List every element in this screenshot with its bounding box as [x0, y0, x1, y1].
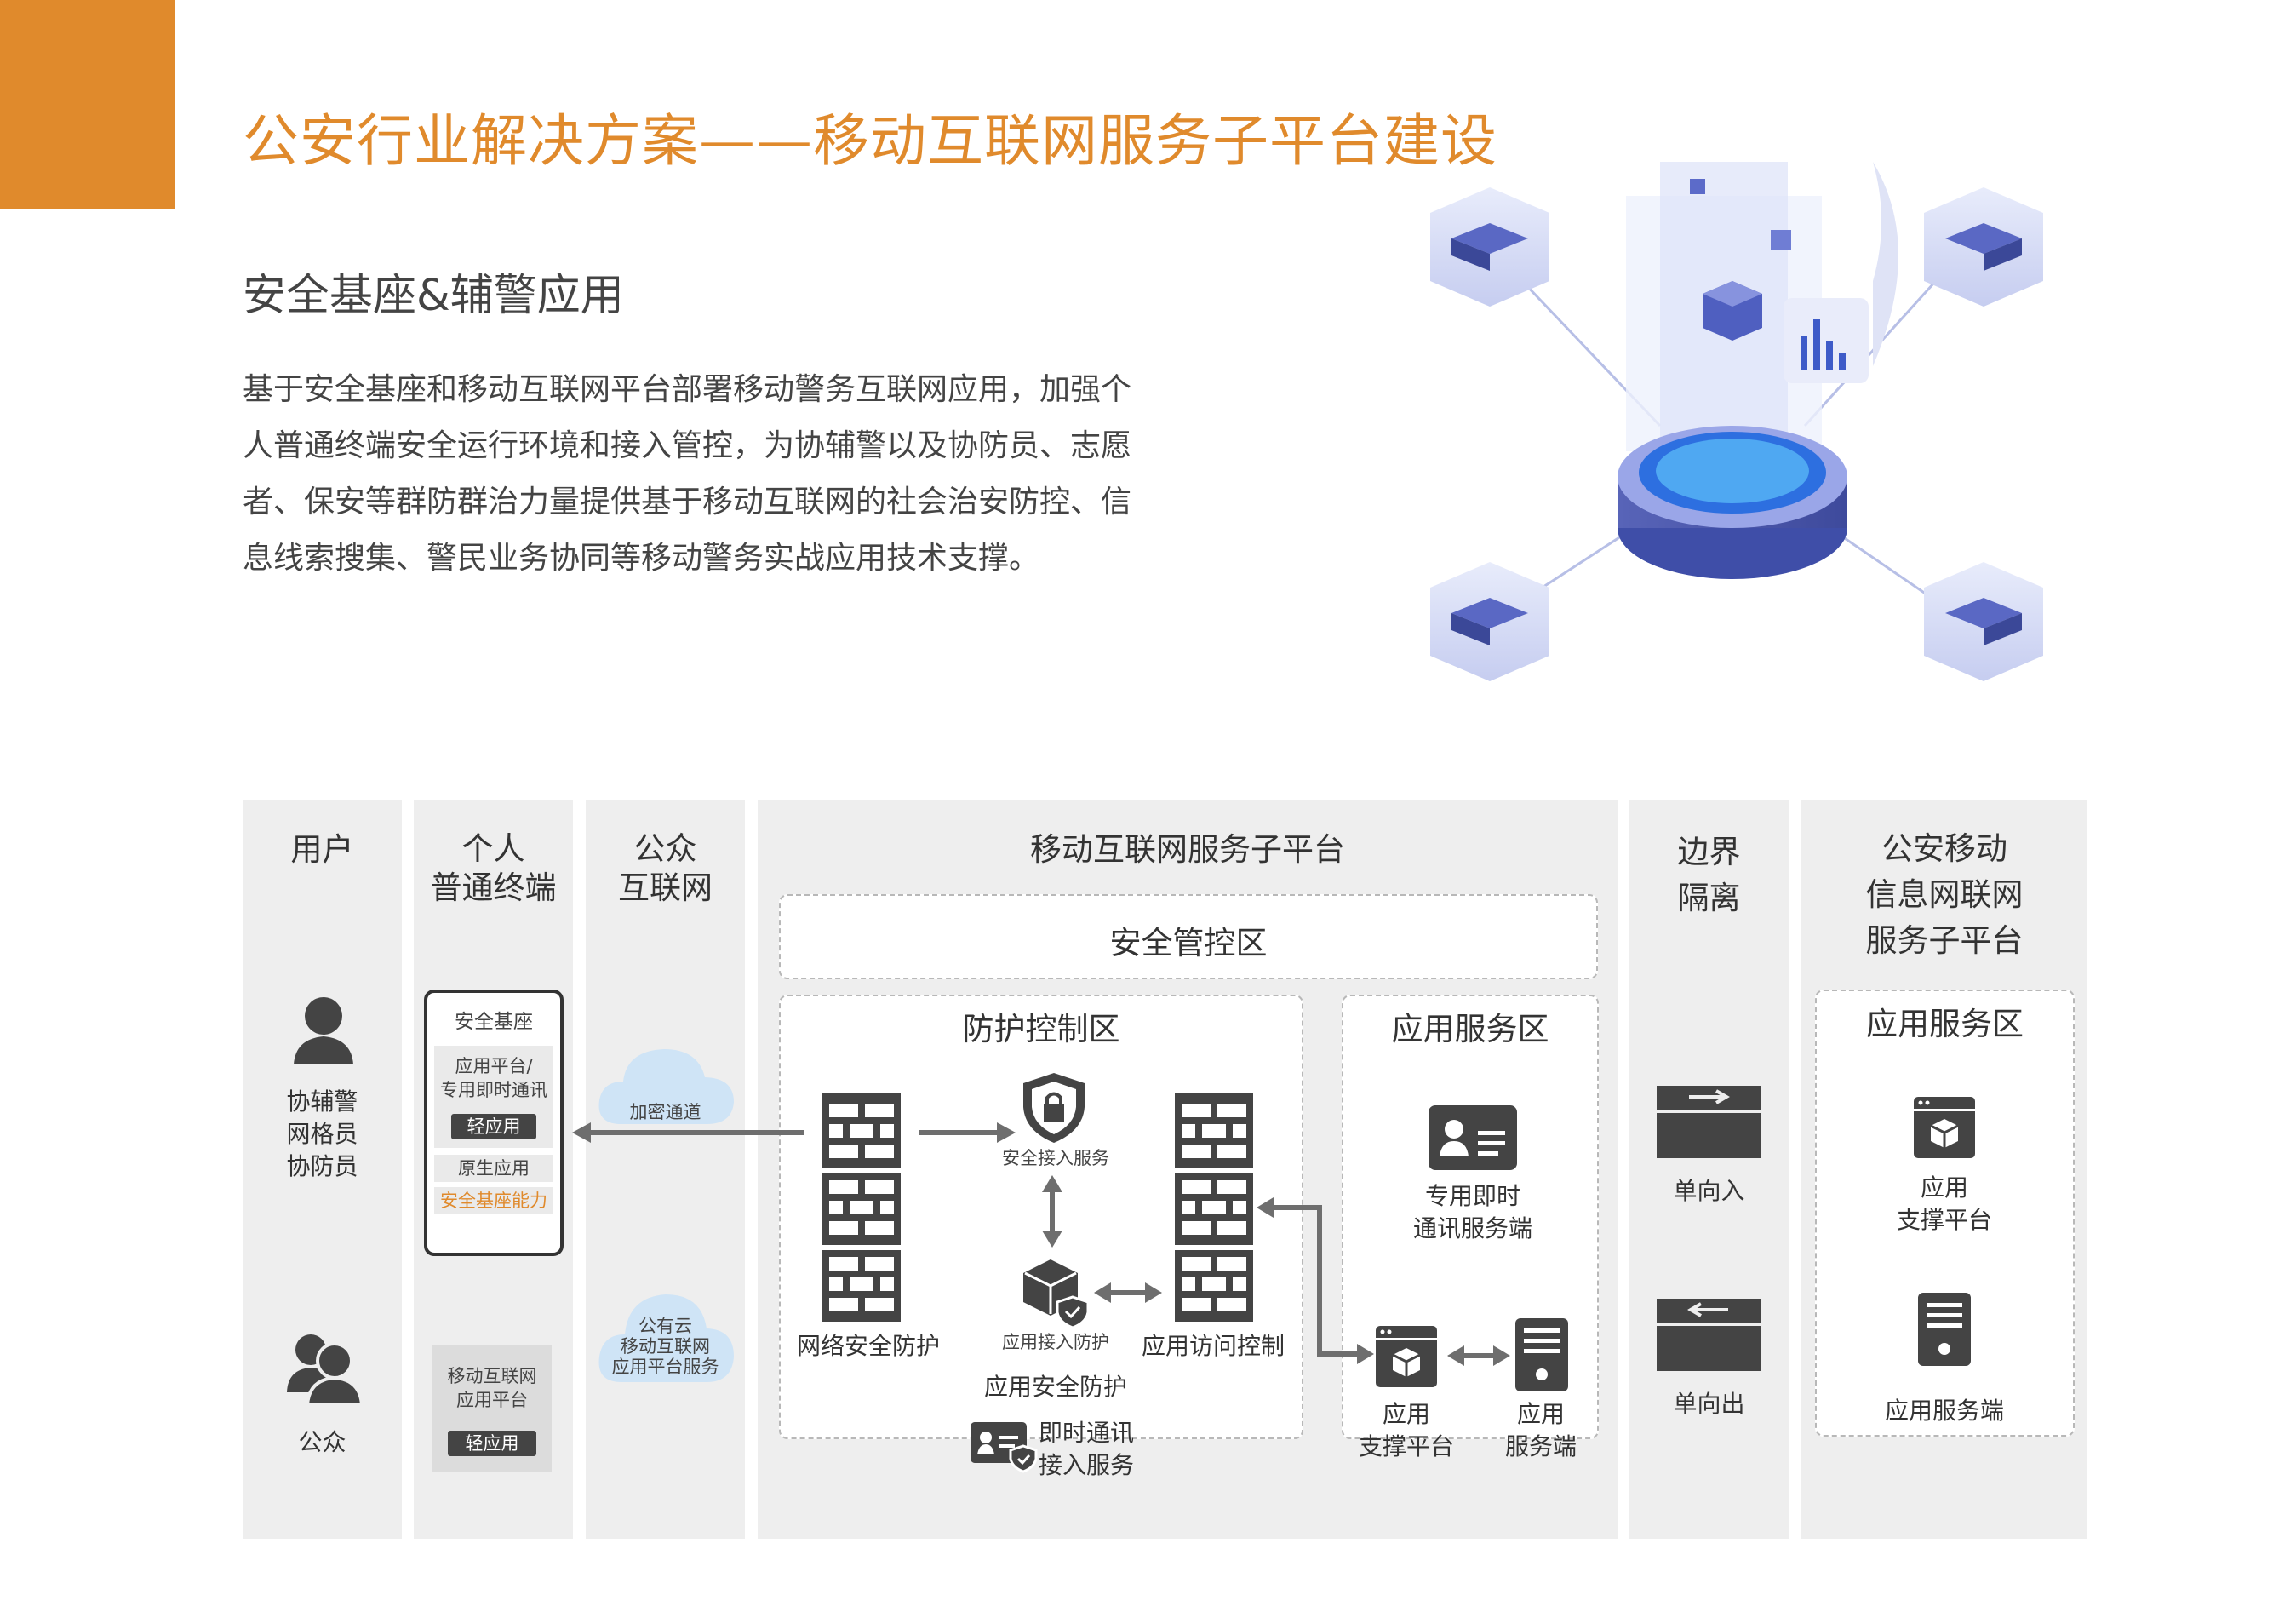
phone-frame: 安全基座 应用平台/ 专用即时通讯 轻应用 原生应用 安全基座能力 — [424, 990, 564, 1256]
auxiliary-police-label: 协辅警 网格员 协防员 — [286, 1087, 358, 1180]
light-app-tag: 轻应用 — [451, 1114, 536, 1139]
police-app-server-label: 应用服务端 — [1884, 1397, 2004, 1425]
security-base-label: 安全基座 — [455, 1011, 533, 1033]
terminal-column: 个人 普通终端 安全基座 应用平台/ 专用即时通讯 轻应用 原生应用 安全基座能… — [414, 800, 573, 1539]
protection-zone-title: 防护控制区 — [962, 1011, 1120, 1047]
public-label: 公众 — [298, 1428, 346, 1456]
light-app-tag-2: 轻应用 — [448, 1431, 536, 1456]
accent-block — [0, 0, 175, 209]
app-platform-box: 应用平台/ 专用即时通讯 轻应用 — [434, 1046, 553, 1148]
native-app-box: 原生应用 — [434, 1155, 553, 1182]
shield-lock-icon — [1023, 1073, 1085, 1143]
secure-access-label: 安全接入服务 — [1002, 1148, 1109, 1168]
police-header: 公安移动 信息网联网 服务子平台 — [1865, 830, 2024, 959]
outbound-label: 单向出 — [1673, 1390, 1745, 1418]
corner-cube-br — [1924, 562, 2043, 681]
app-platform-label: 应用平台/ 专用即时通讯 — [440, 1056, 547, 1100]
server-hub-illustration — [1430, 162, 2043, 681]
app-access-protection-label: 应用接入防护 — [1002, 1332, 1109, 1352]
inbound-gateway-icon — [1657, 1086, 1761, 1158]
internet-column: 公众 互联网 加密通道 公有云 移动互联网 应用平台服务 — [586, 800, 745, 1539]
public-cloud-icon — [598, 1294, 734, 1382]
native-app-label: 原生应用 — [458, 1158, 530, 1179]
corner-cube-tl — [1430, 187, 1549, 307]
cloud-icon — [598, 1049, 734, 1124]
server-icon — [1515, 1318, 1568, 1391]
internet-header: 公众 互联网 — [618, 830, 713, 906]
users-icon — [287, 1334, 364, 1407]
border-header: 边界 隔离 — [1677, 834, 1741, 916]
user-icon — [294, 997, 353, 1064]
outbound-gateway-icon — [1657, 1299, 1761, 1371]
police-server-icon — [1918, 1293, 1971, 1366]
police-app-support-label: 应用 支撑平台 — [1896, 1173, 1992, 1234]
app-window-cube-icon — [1376, 1326, 1437, 1387]
id-card-shield-icon — [971, 1422, 1038, 1473]
users-column: 用户 协辅警 网格员 协防员 公众 — [243, 800, 402, 1539]
security-control-zone: 安全管控区 — [779, 894, 1598, 979]
app-support-label: 应用 支撑平台 — [1358, 1400, 1454, 1460]
corner-cube-bl — [1430, 562, 1549, 681]
arrow-elbow — [1268, 1205, 1366, 1357]
security-zone-title: 安全管控区 — [1109, 925, 1268, 961]
security-capability-box: 安全基座能力 — [434, 1187, 553, 1214]
encrypted-channel-label: 加密通道 — [629, 1102, 701, 1122]
platform-header: 移动互联网服务子平台 — [1030, 831, 1345, 868]
app-security-label: 应用安全防护 — [983, 1373, 1127, 1401]
mobile-platform-box: 移动互联网 应用平台 轻应用 — [432, 1345, 552, 1472]
police-app-window-icon — [1914, 1097, 1975, 1158]
cube-shield-icon — [1023, 1259, 1090, 1329]
corner-cube-tr — [1924, 187, 2043, 307]
users-header: 用户 — [290, 831, 354, 868]
im-server-label: 专用即时 通讯服务端 — [1412, 1182, 1532, 1242]
terminal-header: 个人 普通终端 — [430, 830, 557, 906]
network-security-label: 网络安全防护 — [796, 1332, 940, 1360]
page-title: 公安行业解决方案——移动互联网服务子平台建设 — [243, 108, 1497, 174]
security-capability-label: 安全基座能力 — [440, 1191, 547, 1211]
app-server-label: 应用 服务端 — [1504, 1400, 1577, 1460]
section-subtitle: 安全基座&辅警应用 — [243, 271, 624, 321]
firewall-icon-access — [1175, 1093, 1253, 1322]
inbound-label: 单向入 — [1673, 1177, 1745, 1205]
firewall-icon-network — [822, 1093, 901, 1322]
police-service-zone-title: 应用服务区 — [1866, 1006, 2024, 1042]
app-access-control-label: 应用访问控制 — [1141, 1332, 1285, 1360]
service-zone-title: 应用服务区 — [1391, 1011, 1549, 1047]
border-column: 边界 隔离 单向入 单向出 — [1629, 800, 1789, 1539]
contact-card-icon — [1429, 1105, 1517, 1170]
public-cloud-label: 公有云 移动互联网 应用平台服务 — [611, 1316, 719, 1377]
description-text: 基于安全基座和移动互联网平台部署移动警务互联网应用，加强个人普通终端安全运行环境… — [243, 372, 1132, 576]
mobile-platform-label: 移动互联网 应用平台 — [447, 1366, 537, 1410]
im-access-label: 即时通讯 接入服务 — [1039, 1419, 1135, 1479]
